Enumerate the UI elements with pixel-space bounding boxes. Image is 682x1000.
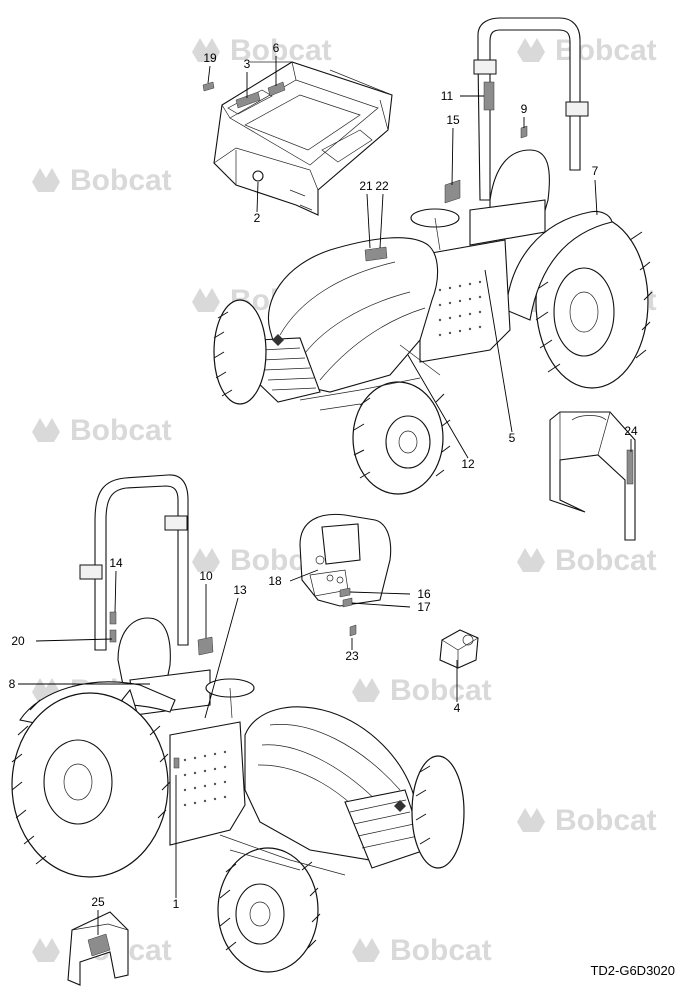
- leader-line-18: [289, 569, 319, 582]
- callout-3: 3: [244, 57, 251, 71]
- decal-6: [267, 81, 286, 97]
- decal-11: [483, 81, 495, 111]
- decal-24: [626, 449, 634, 485]
- bobcat-logo-icon: [192, 548, 220, 572]
- bobcat-logo-icon: [32, 418, 60, 442]
- leader-line-12: [407, 354, 469, 459]
- leader-line-17: [351, 602, 411, 608]
- bobcat-logo-icon: [32, 168, 60, 192]
- leader-line-19: [207, 65, 211, 84]
- leader-line-14: [114, 570, 117, 613]
- callout-25: 25: [91, 895, 105, 909]
- callout-9: 9: [521, 102, 528, 116]
- callout-19: 19: [203, 51, 217, 65]
- leader-line-2: [256, 181, 259, 213]
- callout-20: 20: [11, 634, 25, 648]
- bobcat-logo-icon: [192, 288, 220, 312]
- leader-lines: [18, 56, 632, 935]
- callout-2: 2: [254, 211, 261, 225]
- callout-24: 24: [624, 424, 638, 438]
- floor-platform: [202, 61, 393, 216]
- bobcat-logo-icon: [517, 808, 545, 832]
- tractor-rear-left-view: [11, 474, 465, 973]
- decal-23: [349, 624, 357, 637]
- leader-line-15: [451, 127, 454, 186]
- decal-16: [339, 587, 351, 598]
- callout-8: 8: [9, 677, 16, 691]
- leader-line-5: [484, 269, 513, 433]
- bobcat-logo-icon: [192, 38, 220, 62]
- connector-part: [439, 629, 479, 669]
- bobcat-logo-icon: [32, 938, 60, 962]
- callout-21: 21: [359, 179, 373, 193]
- watermark-text: Bobcat: [390, 674, 492, 707]
- decal-10: [197, 636, 214, 656]
- callout-1: 1: [173, 897, 180, 911]
- decal-3: [235, 91, 261, 109]
- watermark-text: Bobcat: [555, 804, 657, 837]
- watermark-text: Bobcat: [555, 544, 657, 577]
- decal-15: [444, 179, 461, 204]
- decal-1: [173, 757, 180, 769]
- callout-16: 16: [417, 587, 431, 601]
- bobcat-logo-icon: [517, 548, 545, 572]
- decal-9: [520, 125, 528, 139]
- callout-15: 15: [446, 113, 460, 127]
- callout-12: 12: [461, 457, 475, 471]
- radiator-shroud: [549, 411, 636, 541]
- callout-10: 10: [199, 569, 213, 583]
- callout-14: 14: [109, 556, 123, 570]
- leader-line-20: [35, 638, 113, 642]
- callout-23: 23: [345, 649, 359, 663]
- watermark-text: Bobcat: [230, 34, 332, 67]
- callout-7: 7: [592, 164, 599, 178]
- callout-4: 4: [454, 701, 461, 715]
- watermark-text: Bobcat: [390, 934, 492, 967]
- decal-17: [342, 597, 353, 608]
- tractor-front-right-view: [213, 17, 653, 495]
- callout-22: 22: [375, 179, 389, 193]
- callout-6: 6: [273, 41, 280, 55]
- callout-13: 13: [233, 583, 247, 597]
- watermark-text: Bobcat: [70, 164, 172, 197]
- bobcat-logo-icon: [352, 938, 380, 962]
- watermark-text: Bobcat: [70, 414, 172, 447]
- bobcat-logo-icon: [517, 38, 545, 62]
- decal-19: [202, 81, 215, 92]
- callout-5: 5: [509, 431, 516, 445]
- bobcat-logo-icon: [352, 678, 380, 702]
- leader-line-21: [366, 193, 371, 249]
- leader-line-13: [204, 597, 239, 719]
- callout-11: 11: [441, 89, 454, 103]
- leader-line-22: [379, 193, 384, 249]
- callout-17: 17: [417, 600, 431, 614]
- leader-line-16: [349, 591, 411, 595]
- dashboard-panel: [299, 513, 392, 637]
- callout-18: 18: [268, 574, 282, 588]
- decal-21-22: [364, 246, 388, 262]
- drawing-code: TD2-G6D3020: [590, 963, 675, 978]
- decal-20: [109, 629, 117, 643]
- leader-line-7: [594, 179, 598, 216]
- front-cover: [67, 911, 129, 986]
- decal-14: [109, 611, 117, 625]
